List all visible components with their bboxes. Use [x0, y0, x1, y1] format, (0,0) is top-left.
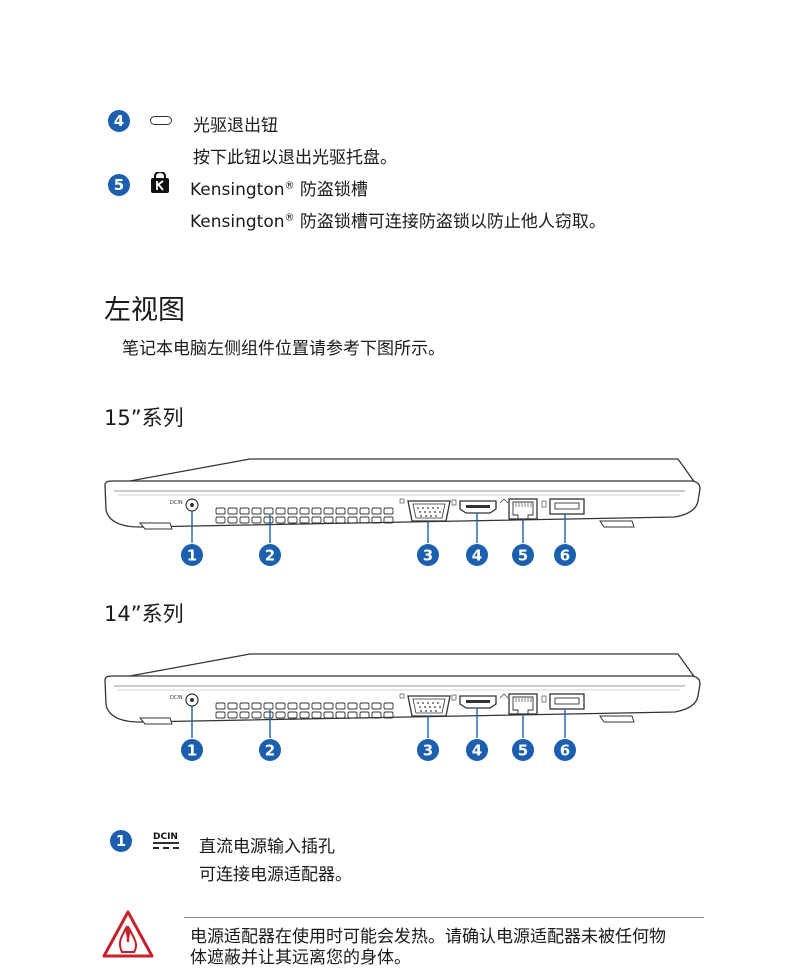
- callout-4-14: [466, 739, 488, 761]
- usb-port: [541, 693, 585, 710]
- series-label-14: 14”系列: [104, 602, 184, 626]
- item-desc-kensington: Kensington® 防盗锁槽可连接防盗锁以防止他人窃取。: [190, 212, 606, 232]
- item-desc-eject: 按下此钮以退出光驱托盘。: [193, 148, 397, 168]
- callout-3-15-label: 3: [423, 547, 433, 565]
- warning-line-1: 电源适配器在使用时可能会发热。请确认电源适配器未被任何物: [190, 927, 666, 947]
- series-label-15: 15”系列: [104, 406, 184, 430]
- laptop-outline: [104, 653, 701, 725]
- item-desc-dcin: 可连接电源适配器。: [199, 865, 352, 885]
- vent-grille: [215, 702, 394, 719]
- hdmi-port: [451, 499, 497, 514]
- item-title-eject: 光驱退出钮: [193, 116, 278, 136]
- callout-leaders: [191, 511, 566, 543]
- vga-port: [399, 498, 451, 522]
- eject-icon: [150, 116, 172, 125]
- laptop-left-diagram-14: DCIN 1 2 3 4 5 6: [104, 653, 701, 761]
- callout-2-15-label: 2: [265, 547, 275, 565]
- lan-port: [499, 498, 538, 520]
- callout-2-14-label: 2: [265, 742, 275, 760]
- laptop-left-diagram-15: DCIN 1 2 3 4 5 6: [104, 458, 701, 566]
- item-title-dcin: 直流电源输入插孔: [199, 837, 335, 857]
- warning-icon: [102, 910, 154, 958]
- callout-6-15-label: 6: [560, 547, 570, 565]
- section-desc: 笔记本电脑左侧组件位置请参考下图所示。: [122, 339, 445, 359]
- kensington-lock-icon: [151, 172, 169, 193]
- callout-4-14-label: 4: [472, 742, 482, 760]
- item-title-kensington: Kensington® 防盗锁槽: [190, 180, 368, 200]
- callout-1-14: [181, 739, 203, 761]
- hdmi-port: [451, 694, 497, 709]
- callout-2-14: [259, 739, 281, 761]
- dcin-icon-text: DCIN: [153, 832, 178, 842]
- callout-1-15-label: 1: [187, 547, 197, 565]
- callout-1-14-label: 1: [187, 742, 197, 760]
- callout-5-15-label: 5: [518, 547, 528, 565]
- port-label-dcin: DCIN: [170, 500, 183, 506]
- warning-line-2: 体遮蔽并让其远离您的身体。: [190, 948, 411, 968]
- section-title: 左视图: [104, 295, 185, 326]
- warning-rule: [184, 917, 704, 918]
- callout-leaders: [191, 706, 566, 738]
- callout-5-14-label: 5: [518, 742, 528, 760]
- callout-6-14-label: 6: [560, 742, 570, 760]
- callout-5-14: [512, 739, 534, 761]
- port-label-dcin: DCIN: [170, 695, 183, 701]
- callout-badge-5: 5: [108, 174, 130, 196]
- dcin-icon: DCIN: [153, 832, 179, 849]
- usb-port: [541, 498, 585, 515]
- callout-badge-4: 4: [108, 110, 130, 132]
- callout-3-15: [417, 544, 439, 566]
- callout-6-14: [554, 739, 576, 761]
- callout-1-15: [181, 544, 203, 566]
- vent-grille: [215, 507, 394, 524]
- callout-badge-1: 1: [110, 830, 132, 852]
- vga-port: [399, 693, 451, 717]
- callout-4-15-label: 4: [472, 547, 482, 565]
- callout-2-15: [259, 544, 281, 566]
- callout-3-14: [417, 739, 439, 761]
- laptop-outline: [104, 458, 701, 530]
- callout-4-15: [466, 544, 488, 566]
- callout-3-14-label: 3: [423, 742, 433, 760]
- callout-5-15: [512, 544, 534, 566]
- callout-6-15: [554, 544, 576, 566]
